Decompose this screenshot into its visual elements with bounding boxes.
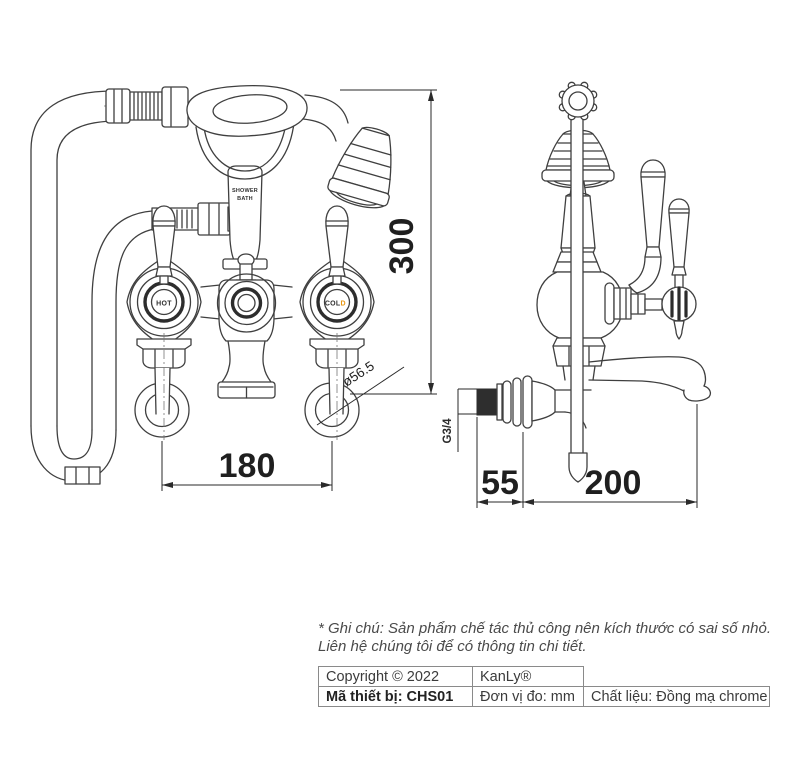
hot-valve: HOT [126,205,202,348]
central-body [216,273,277,399]
note-line-1: * Ghi chú: Sản phẩm chế tác thủ công nên… [318,620,772,637]
dimension-300: 300 [340,89,437,395]
lever-large-side [628,159,666,294]
shower-head-front [327,126,392,209]
dimension-g34: G3/4 [442,388,477,452]
unit-cell: Đơn vị đo: mm [472,686,584,707]
cold-label: COL [325,301,341,308]
brand-cell: KanLy® [472,666,584,687]
dim-55-text: 55 [481,464,519,502]
hose-nut [105,88,131,124]
product-note: * Ghi chú: Sản phẩm chế tác thủ công nên… [318,620,790,656]
side-view: G3/4 55 200 [442,81,711,508]
dim-g34-text: G3/4 [442,418,454,444]
note-line-2: Liên hệ chúng tôi để có thông tin chi ti… [318,638,587,655]
table-row: Mã thiết bị: CHS01 Đơn vị đo: mm Chất li… [318,686,770,707]
cold-lever [325,205,349,227]
spec-table: Copyright © 2022 KanLy® Mã thiết bị: CHS… [318,666,770,707]
wall-knob [558,81,598,121]
hose-clamp [64,466,101,485]
model-cell: Mã thiết bị: CHS01 [318,686,473,707]
diverter-column: SHOWER BATH [195,122,295,270]
technical-drawing: SHOWER BATH [30,81,711,508]
dimension-180: 180 [161,441,333,491]
diverter-label-shower: SHOWER [232,188,258,194]
riser-rod [568,100,588,483]
cold-valve: COL D [299,205,375,348]
dim-200-text: 200 [585,464,642,502]
dim-180-text: 180 [219,447,276,485]
hot-label: HOT [156,301,172,308]
wall-flange [476,375,592,429]
material-cell: Chất liệu: Đồng mạ chrome [583,686,770,707]
tub-spout-side [588,356,711,402]
dim-300-text: 300 [383,218,421,275]
copyright-cell: Copyright © 2022 [318,666,473,687]
wall-unions [134,333,365,440]
diverter-label-bath: BATH [237,196,253,202]
cold-label-d: D [341,301,346,308]
lever-small-side [668,198,690,292]
table-row: Copyright © 2022 KanLy® [318,666,770,687]
front-view: SHOWER BATH [30,85,405,491]
handset [104,85,392,209]
dimension-55-200: 55 200 [476,404,698,508]
diverter-knob-side [604,282,697,340]
thread-tail [476,388,498,416]
handset-body [186,85,308,137]
valve-pipes [200,284,293,320]
hot-lever [152,205,176,227]
